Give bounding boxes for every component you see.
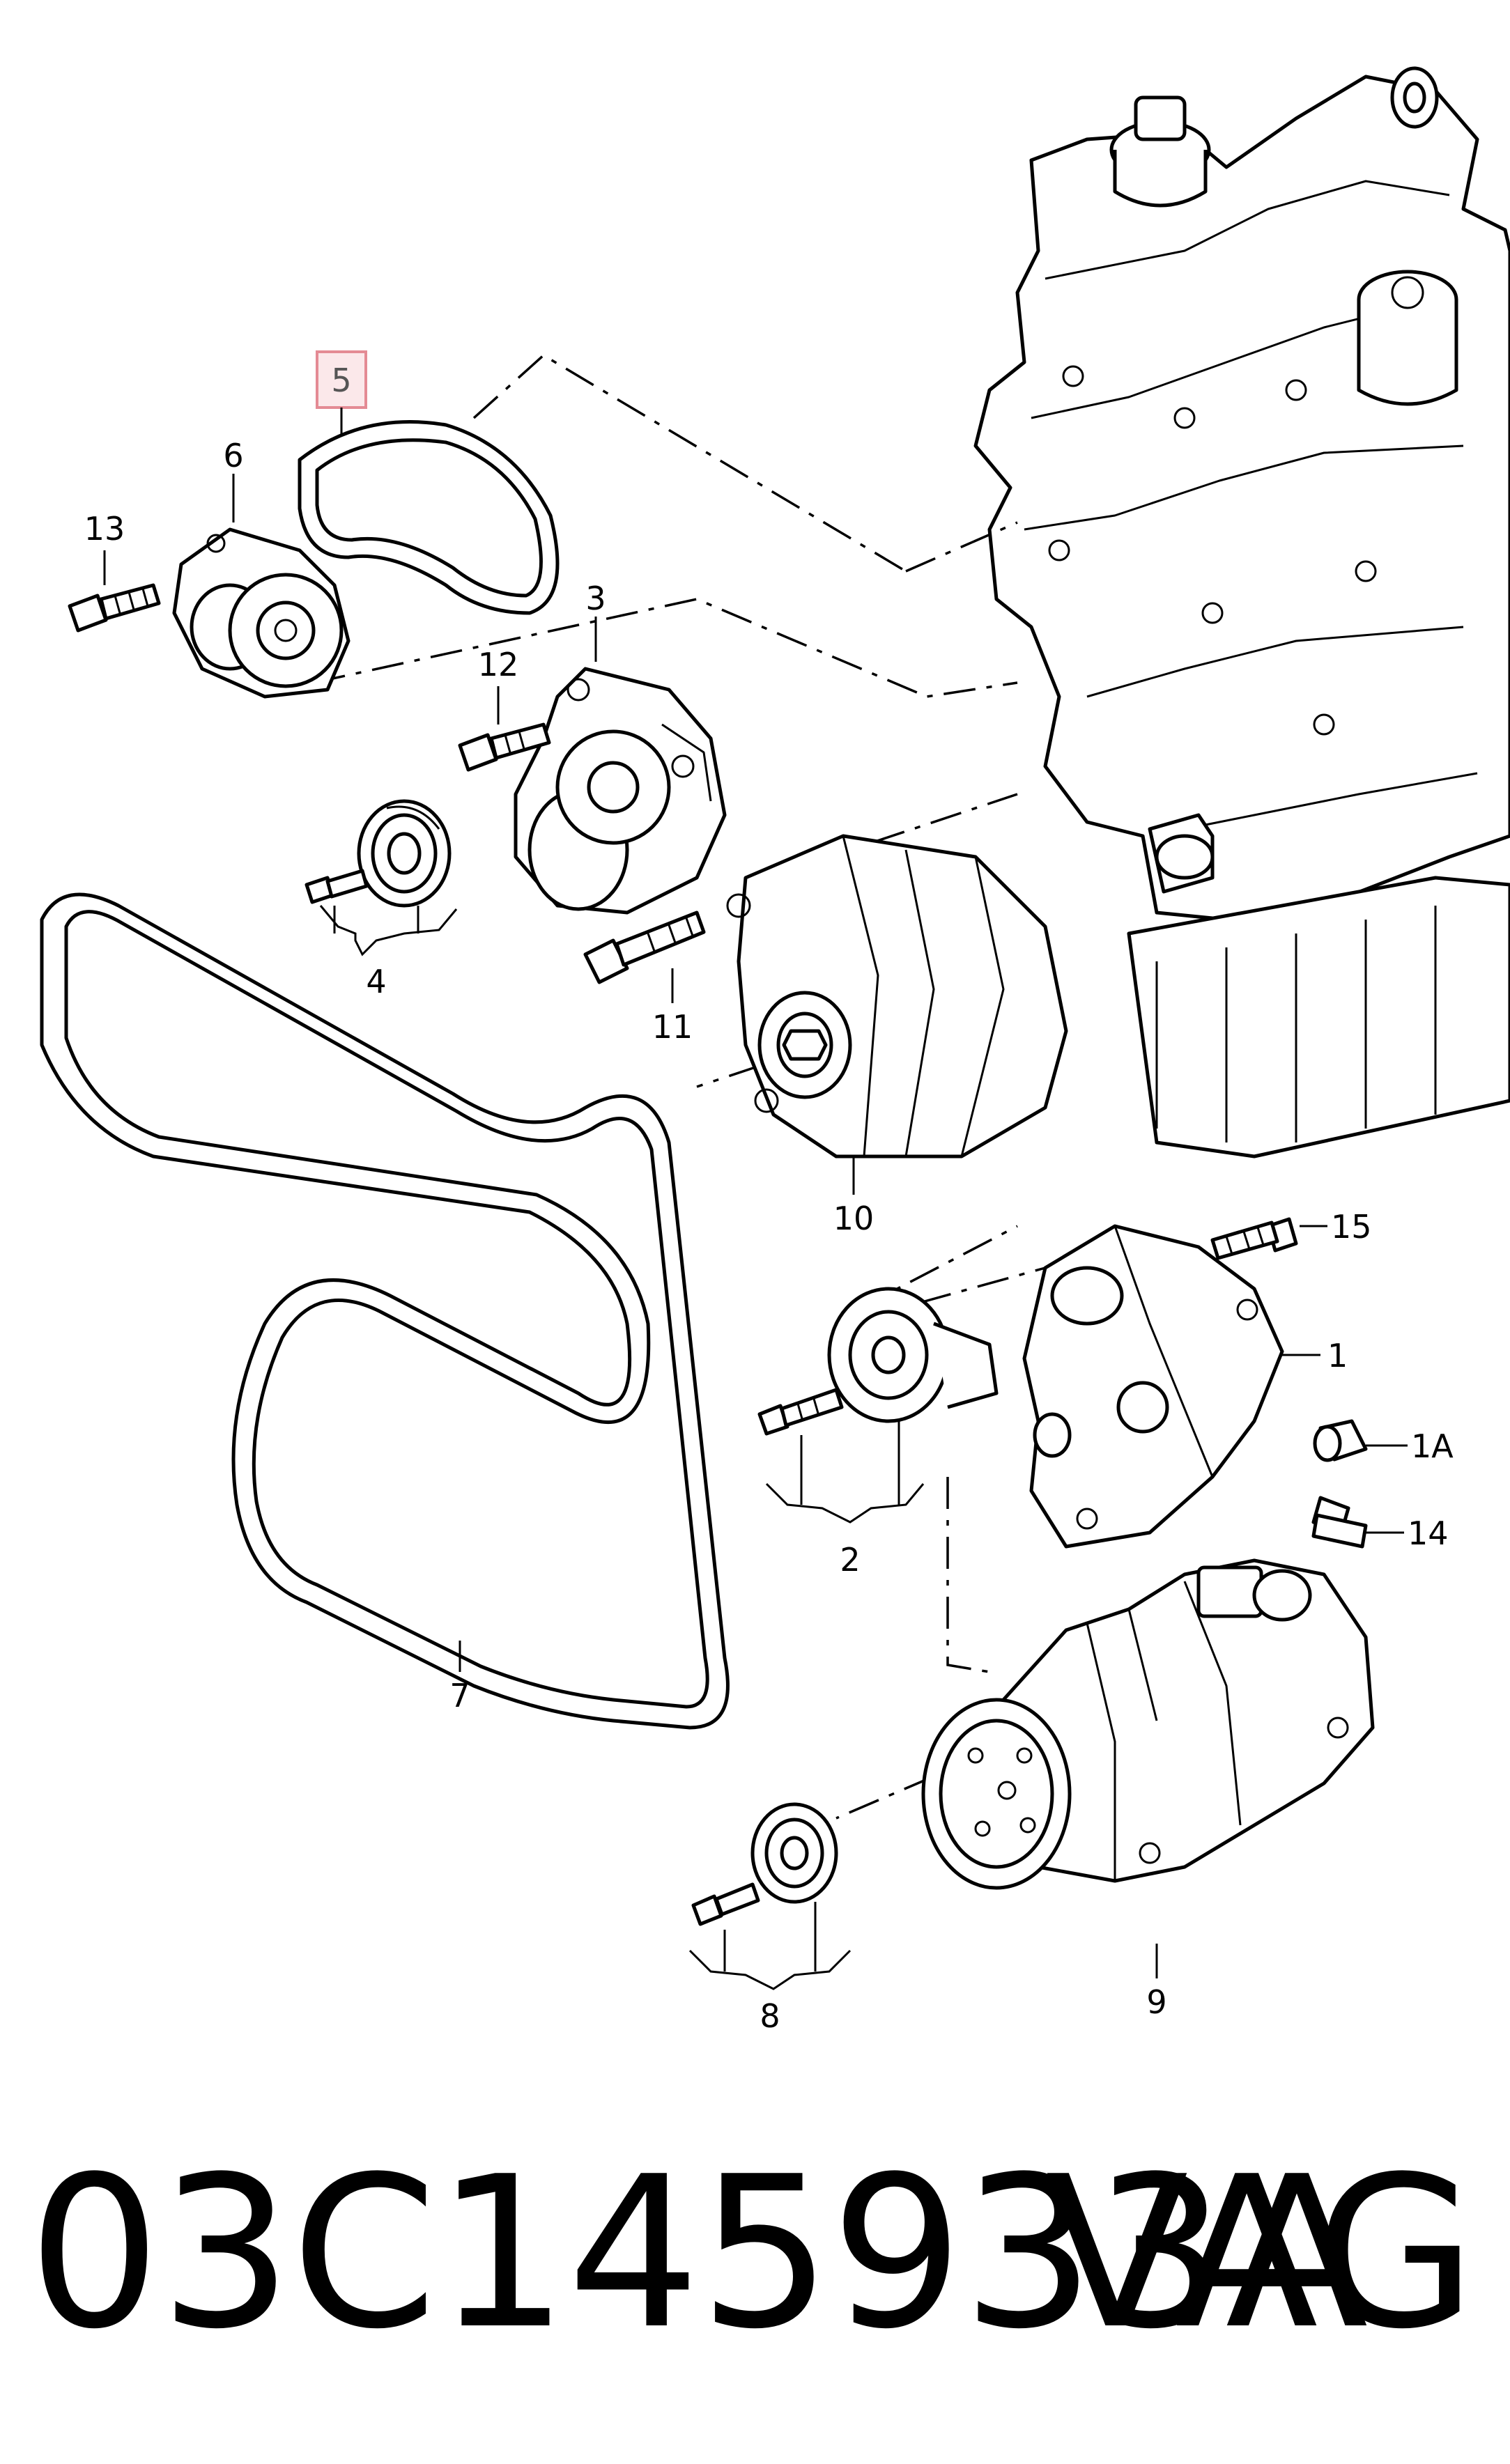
tensioner-pulley-part-2 [757, 1287, 999, 1436]
idler-pulley-part-8 [691, 1802, 838, 1926]
label-part-9[interactable]: 9 [1146, 1983, 1166, 2021]
bolt-part-15 [1210, 1217, 1298, 1260]
label-part-8[interactable]: 8 [760, 1997, 780, 2035]
label-part-13[interactable]: 13 [84, 510, 125, 548]
brand-name: VAG [1045, 2132, 1477, 2375]
label-part-4[interactable]: 4 [366, 963, 386, 1000]
label-part-14[interactable]: 14 [1408, 1514, 1449, 1552]
label-part-2[interactable]: 2 [840, 1541, 860, 1579]
bolt-part-14 [1311, 1496, 1368, 1549]
label-part-11[interactable]: 11 [652, 1008, 693, 1046]
tensioner-part-3 [514, 667, 727, 915]
label-part-3[interactable]: 3 [585, 580, 606, 617]
tensioner-part-6 [172, 527, 350, 699]
bolt-part-11 [583, 911, 706, 984]
label-part-5[interactable]: 5 [331, 362, 351, 399]
ac-compressor-part-9 [921, 1558, 1375, 1890]
label-part-1a[interactable]: 1A [1411, 1427, 1454, 1465]
callouts: 5 6 13 3 12 4 11 10 15 1 1A [84, 350, 1454, 2035]
label-part-12[interactable]: 12 [478, 646, 519, 683]
label-part-15[interactable]: 15 [1331, 1208, 1372, 1246]
label-part-6[interactable]: 6 [223, 437, 243, 474]
ribbed-belt-small [298, 420, 560, 615]
bracket-part-1 [1022, 1224, 1284, 1549]
bolt-part-12 [458, 722, 551, 772]
footer: 03C145933A VAG [0, 2139, 1510, 2369]
bolt-part-13 [68, 583, 161, 633]
label-part-10[interactable]: 10 [833, 1200, 875, 1237]
idler-pulley-part-4 [305, 799, 452, 908]
ribbed-belt-large [40, 892, 730, 1730]
label-part-7[interactable]: 7 [449, 1677, 470, 1714]
part-number: 03C145933A [28, 2132, 1369, 2375]
engine-block-drawing [973, 66, 1510, 1159]
label-part-1[interactable]: 1 [1327, 1337, 1348, 1374]
sleeve-part-1a [1313, 1419, 1368, 1462]
alternator-part-10 [726, 834, 1068, 1159]
